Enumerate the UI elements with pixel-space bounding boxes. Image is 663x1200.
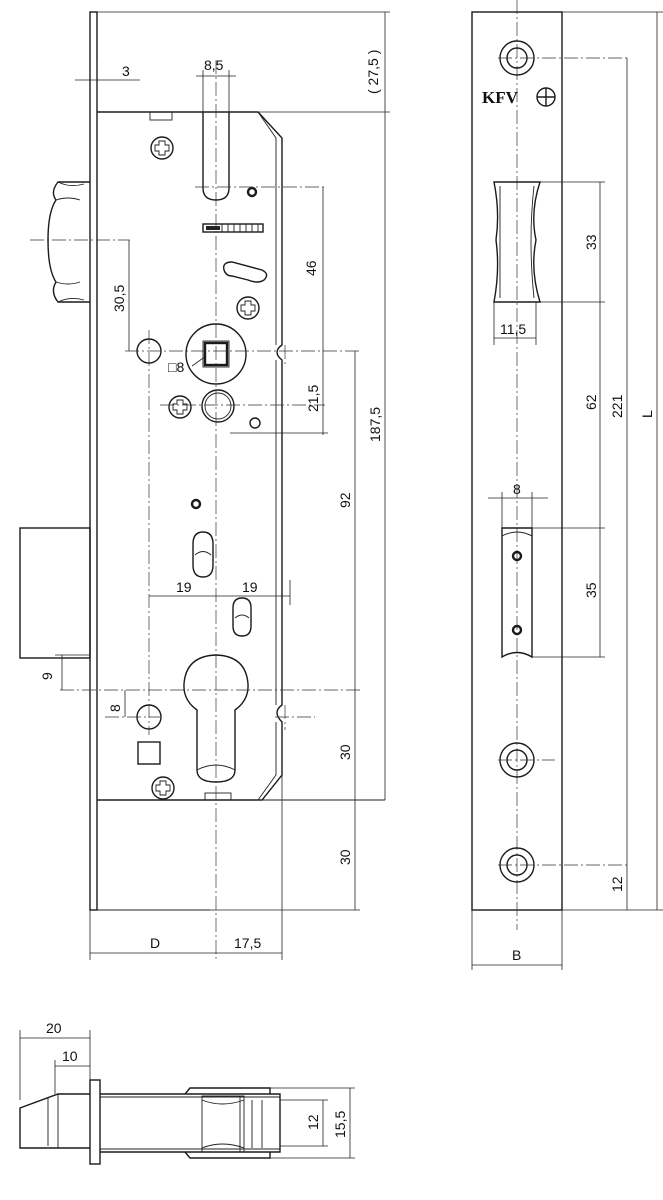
dim-19-right: 19: [242, 579, 258, 595]
top-view-faceplate: [89, 1079, 101, 1165]
through-hole: [201, 389, 235, 423]
dim-33: 33: [583, 234, 599, 250]
lock-top-view: [19, 1079, 281, 1165]
faceplate-view: KFV: [471, 0, 630, 930]
dim-12: 12: [609, 876, 625, 892]
top-view-mechanism: [184, 1087, 271, 1159]
dim-bolt-8: 8: [513, 481, 521, 497]
dead-bolt: [19, 527, 91, 659]
dim-15-5: 15,5: [332, 1111, 348, 1138]
dim-30-upper: 30: [337, 744, 353, 760]
dim-221: 221: [609, 394, 625, 418]
lock-case-inner-edge: [257, 111, 277, 801]
dim-3: 3: [122, 63, 130, 79]
dim-46: 46: [303, 260, 319, 276]
curved-slot: [222, 261, 268, 283]
dim-B: B: [512, 947, 521, 963]
top-view-case: [100, 1093, 281, 1153]
dim-9: 9: [39, 672, 55, 680]
top-view-latch: [19, 1093, 90, 1149]
dim-19-left: 19: [176, 579, 192, 595]
bolt-opening: [501, 527, 533, 659]
limit-block: [137, 741, 161, 765]
dim-62: 62: [583, 394, 599, 410]
dim-35: 35: [583, 582, 599, 598]
front-view-dimensions: 3 8,5 ( 27,5 ) 46 30,5 □8 21,5 187,5 92: [39, 11, 390, 960]
screw-icon: [236, 296, 260, 320]
faceplate-dimensions: 33 11,5 62 221 L 8 35 12 B: [471, 11, 663, 970]
kfv-logo-text: KFV: [482, 88, 519, 107]
dim-187-5: 187,5: [367, 407, 383, 442]
dim-17-5: 17,5: [234, 935, 261, 951]
screw-icon: [168, 395, 192, 419]
dim-20: 20: [46, 1020, 62, 1036]
screw-icon: [150, 136, 174, 160]
lock-front-view: [19, 11, 385, 960]
latch-spring: [202, 223, 264, 233]
dim-92: 92: [337, 492, 353, 508]
top-view-dimensions: 20 10 12 15,5: [19, 1020, 355, 1159]
dim-11-5: 11,5: [500, 321, 526, 337]
dim-square-8: □8: [168, 359, 184, 375]
dim-8-5: 8,5: [204, 57, 224, 73]
dim-L: L: [639, 410, 655, 418]
front-faceplate: [89, 11, 98, 911]
dim-27-5: ( 27,5 ): [365, 50, 381, 94]
dim-30-lower: 30: [337, 849, 353, 865]
cylinder-hole: [183, 654, 249, 783]
kfv-logo-icon: [536, 87, 556, 107]
dim-30-5: 30,5: [111, 285, 127, 312]
dim-10: 10: [62, 1048, 78, 1064]
screw-icon: [151, 776, 175, 800]
lock-case-outline: [97, 111, 283, 801]
dim-8: 8: [107, 704, 123, 712]
dim-21-5: 21,5: [305, 385, 321, 412]
dim-bolt-12: 12: [305, 1114, 321, 1130]
dim-D: D: [150, 935, 160, 951]
